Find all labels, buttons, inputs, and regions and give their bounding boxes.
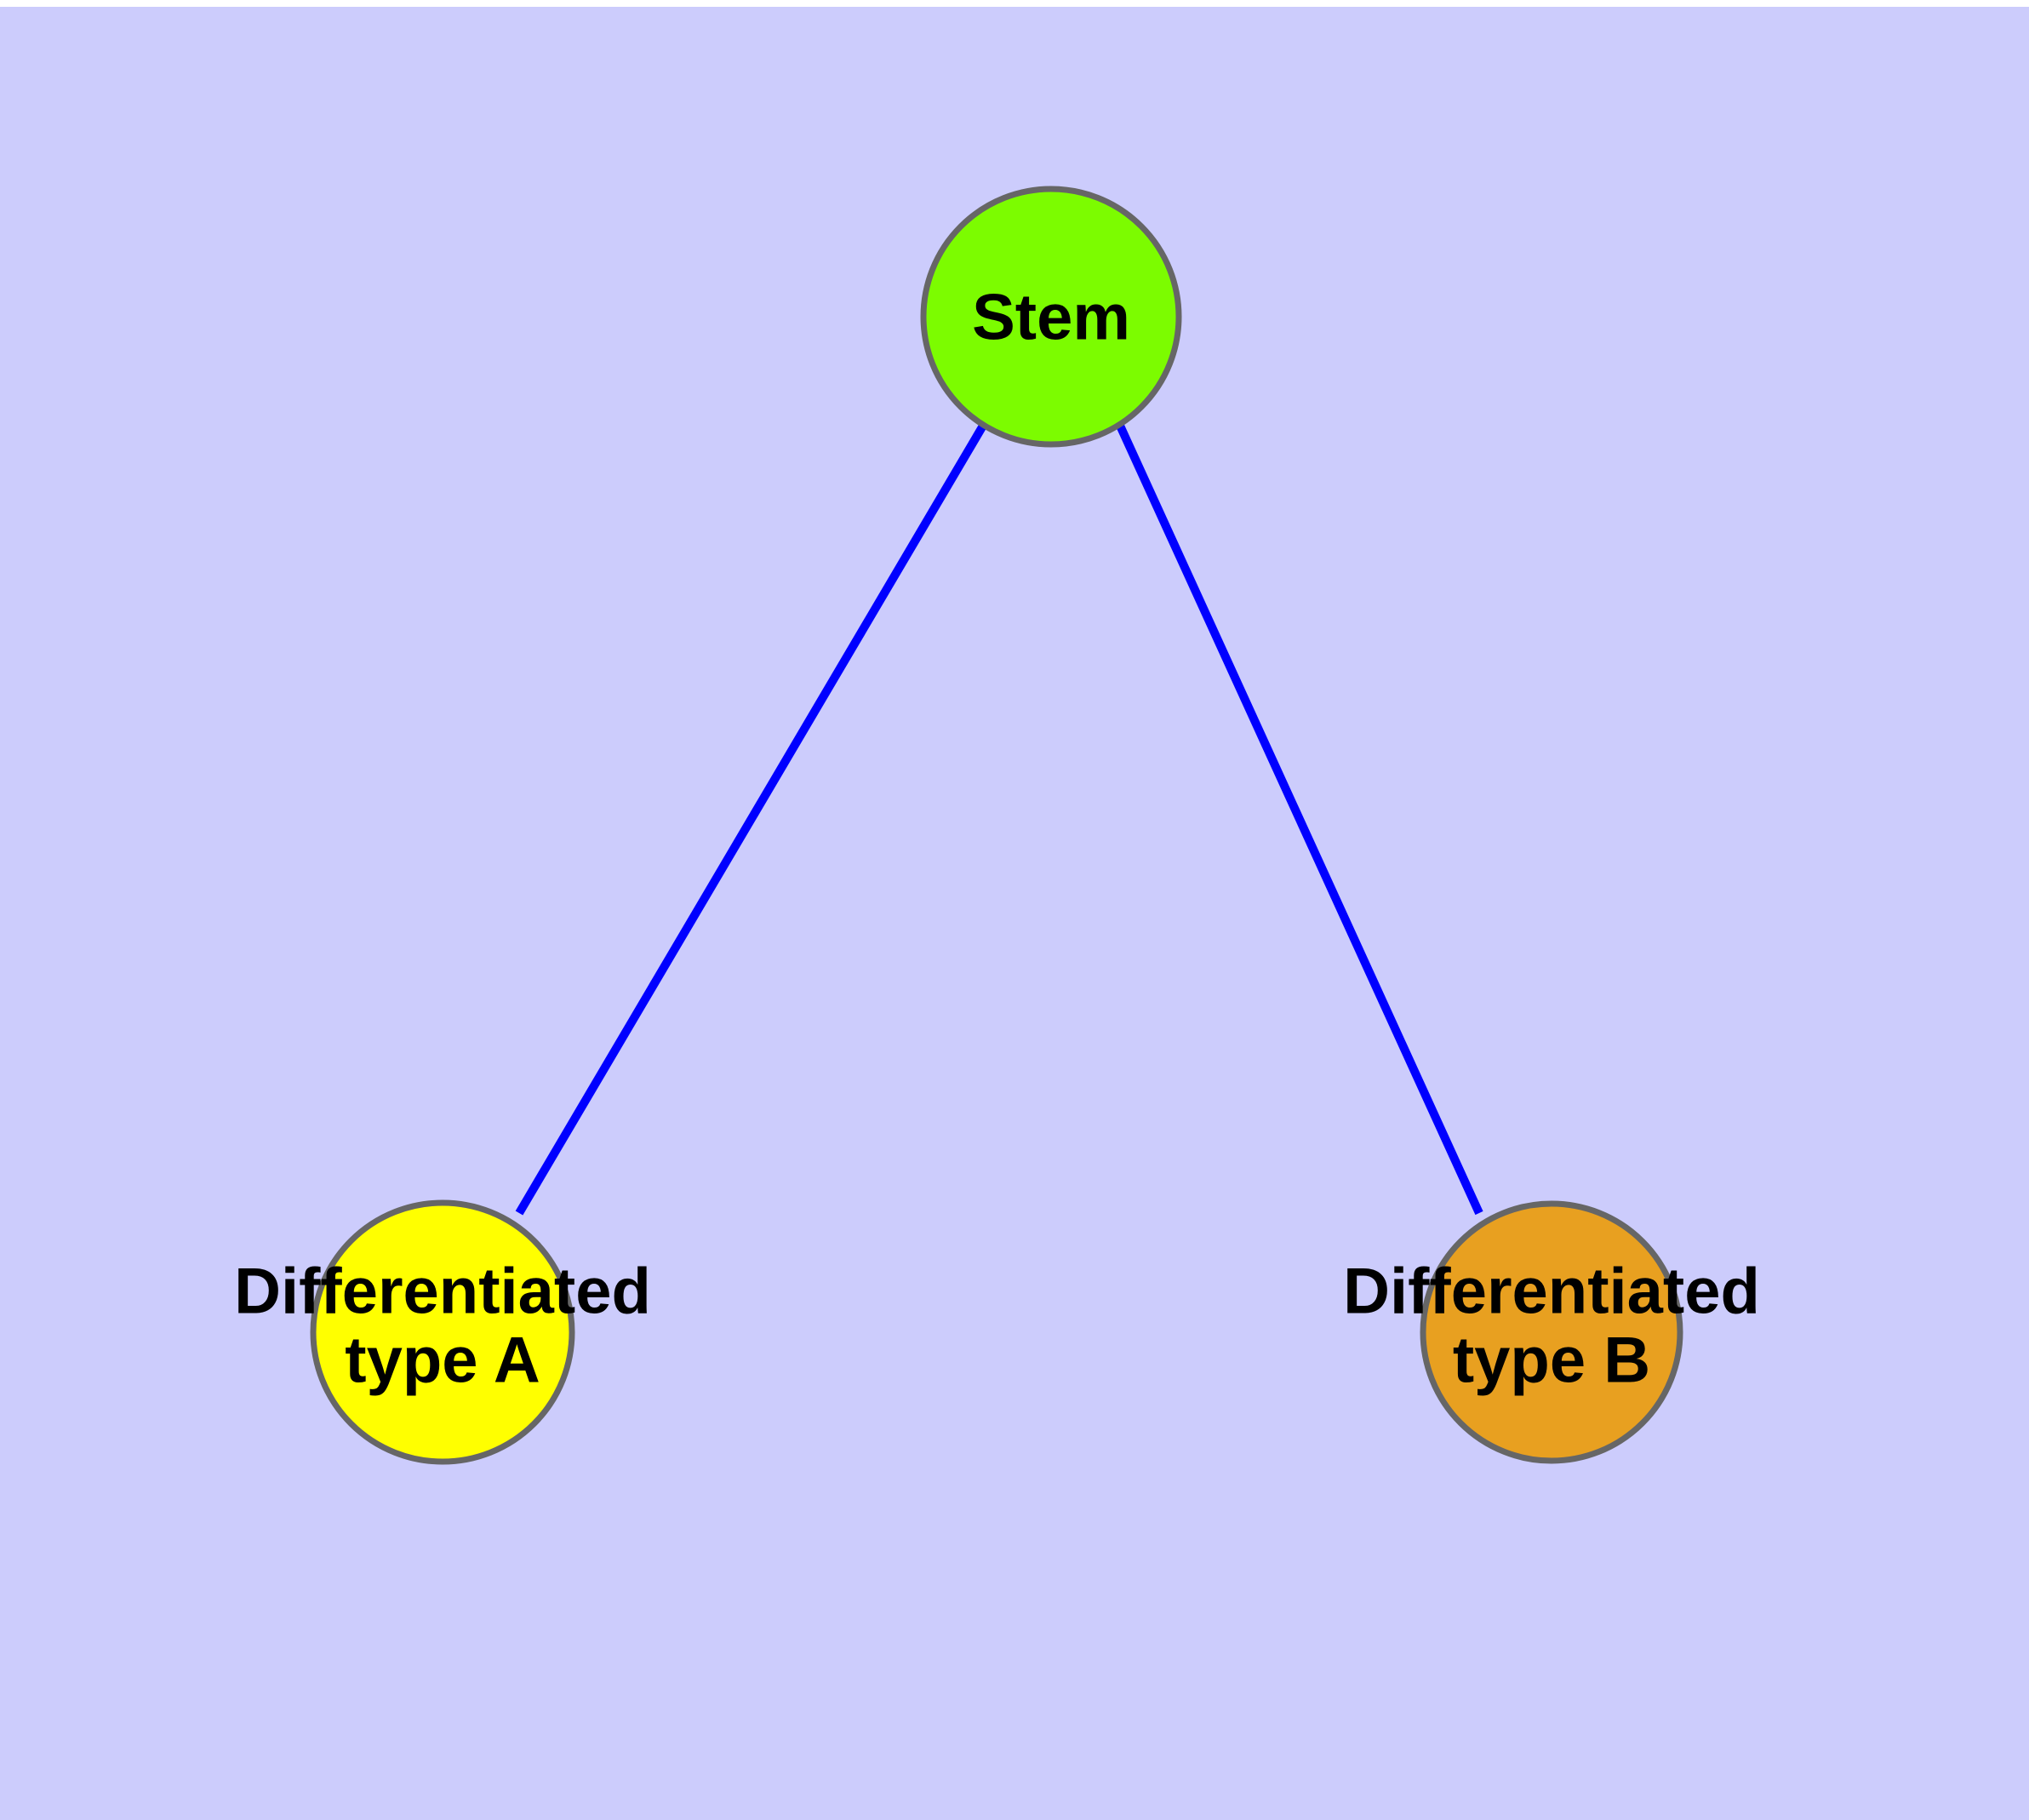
node-diff-a[interactable] [310, 1199, 575, 1465]
node-group [310, 186, 1683, 1465]
edge-group [515, 423, 1483, 1216]
node-diff-b[interactable] [1420, 1200, 1683, 1464]
edge-stem-to-diff-a[interactable] [515, 423, 987, 1216]
edge-stem-to-diff-b[interactable] [1116, 423, 1483, 1216]
node-stem[interactable] [920, 186, 1182, 448]
